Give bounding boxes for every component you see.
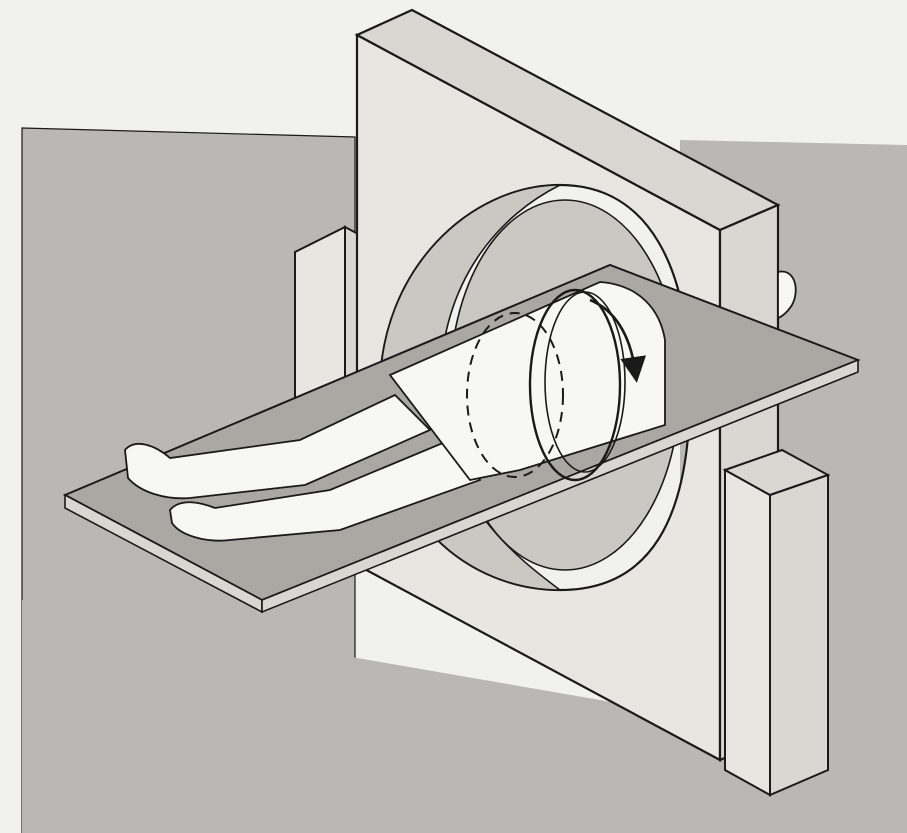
- table-edge-right: [261, 358, 859, 614]
- pedestal-front: [724, 468, 771, 797]
- patient-right-leg: [169, 438, 482, 542]
- pedestal-side: [769, 473, 829, 797]
- patient-torso: [388, 281, 666, 481]
- patient: [124, 270, 797, 542]
- scan-ring-front: [528, 288, 622, 482]
- rear-left-block: [294, 225, 346, 407]
- rotation-arrow-icon: [589, 298, 647, 383]
- patient-head: [777, 270, 797, 320]
- front-pedestal: [722, 448, 831, 797]
- patient-left-leg: [124, 393, 432, 500]
- backdrop-floor: [22, 600, 907, 833]
- scan-ring: [466, 288, 647, 482]
- scan-ring-back: [466, 312, 564, 478]
